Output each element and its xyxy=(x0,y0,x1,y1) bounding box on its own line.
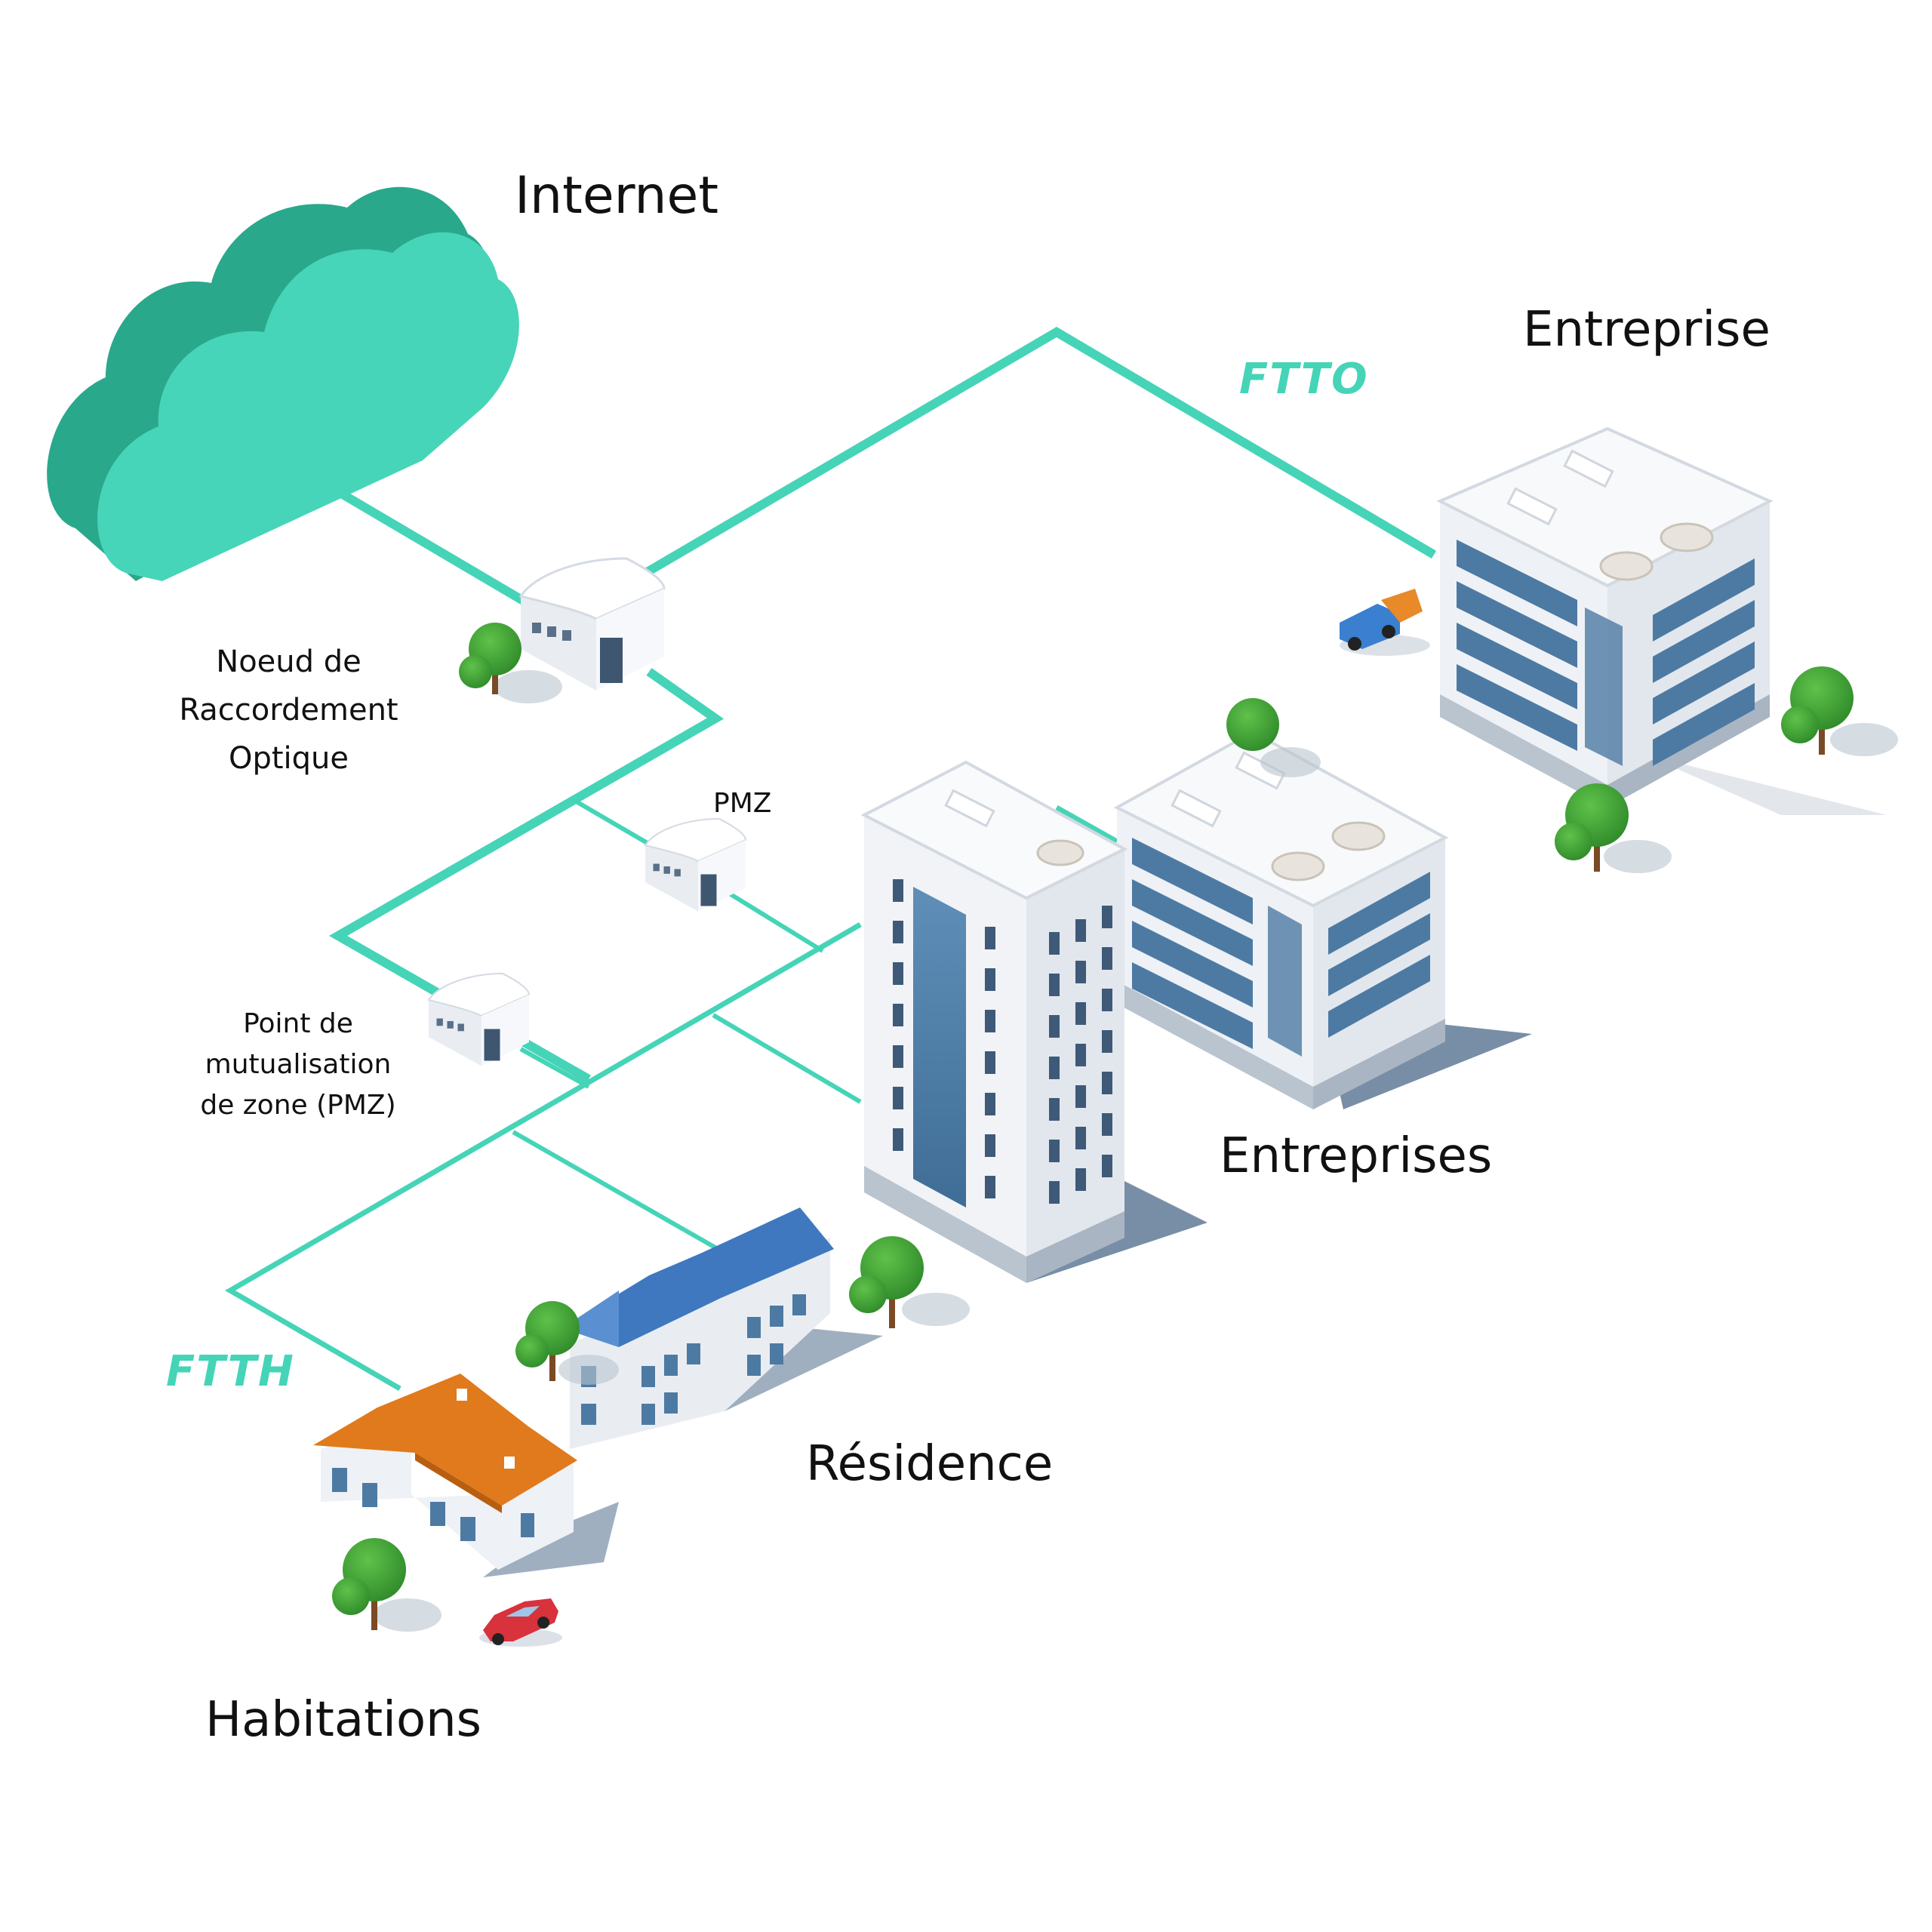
office-building-icon xyxy=(1113,730,1532,1109)
cloud-icon xyxy=(47,186,519,581)
shelter-icon xyxy=(427,972,531,1066)
pm-label-line2: mutualisation xyxy=(205,1049,392,1080)
habitations-label: Habitations xyxy=(205,1692,481,1748)
fiber-entreprises xyxy=(1055,804,1118,844)
fiber-lines xyxy=(225,327,1437,1392)
pm-label-line3: de zone (PMZ) xyxy=(200,1090,396,1121)
pm-label-line1: Point de xyxy=(243,1008,353,1039)
tower-building-icon xyxy=(860,760,1208,1283)
fiber-branch-1 xyxy=(712,1013,862,1104)
fiber-branch-2 xyxy=(512,1130,726,1255)
nro-label-line3: Optique xyxy=(228,741,349,776)
fiber-backbone xyxy=(310,327,1437,608)
tree-icon xyxy=(1781,666,1898,756)
pmz-label: PMZ xyxy=(713,788,772,819)
fiber-distribution xyxy=(225,921,862,1392)
nro-label-line1: Noeud de xyxy=(216,645,361,679)
shelter-icon xyxy=(518,557,666,691)
pm-label: Point de mutualisation de zone (PMZ) xyxy=(181,1004,415,1126)
entreprises-label: Entreprises xyxy=(1220,1128,1493,1184)
ftth-label: FTTH xyxy=(166,1347,295,1396)
townhouse-icon xyxy=(562,1208,883,1449)
truck-icon xyxy=(1340,589,1430,656)
tree-icon xyxy=(459,623,562,703)
tree-icon xyxy=(515,1301,619,1385)
ftto-label: FTTO xyxy=(1239,355,1369,404)
tree-icon xyxy=(1226,698,1321,777)
nro-label: Noeud de Raccordement Optique xyxy=(147,638,430,783)
shelter-icon xyxy=(644,817,747,912)
fiber-pmz-2 xyxy=(519,1047,590,1089)
residence-label: Résidence xyxy=(806,1436,1054,1492)
car-icon xyxy=(479,1598,562,1647)
tree-icon xyxy=(1555,783,1672,873)
office-building-icon xyxy=(1436,426,1887,815)
nro-label-line2: Raccordement xyxy=(179,693,398,728)
tree-icon xyxy=(332,1538,441,1632)
entreprise-label: Entreprise xyxy=(1523,302,1770,358)
tree-icon xyxy=(849,1236,970,1328)
house-icon xyxy=(313,1374,619,1577)
internet-label: Internet xyxy=(515,166,719,226)
